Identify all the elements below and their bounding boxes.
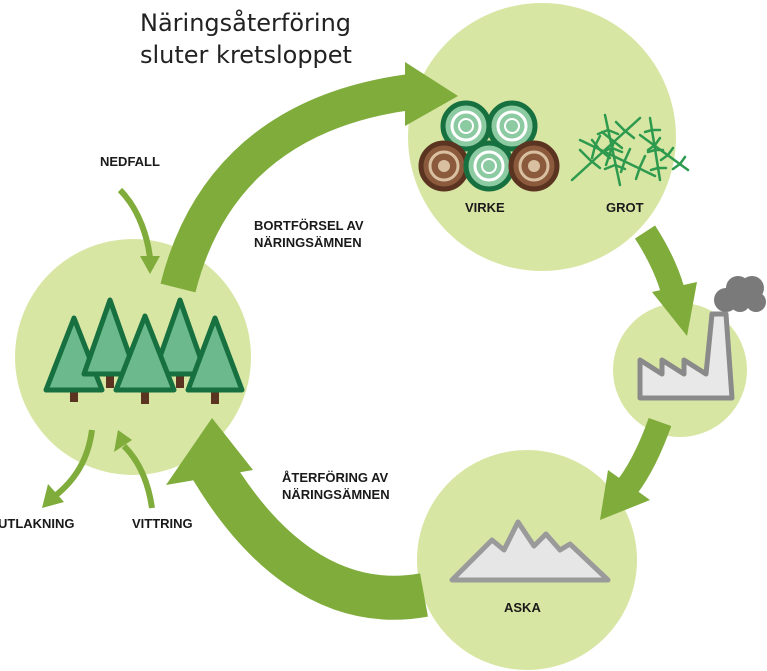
weathering-arrow <box>114 430 155 509</box>
return-arrow <box>166 418 428 620</box>
label-utlakning: UTLAKNING <box>0 516 75 531</box>
label-bortforsel-2: NÄRINGSÄMNEN <box>254 235 362 250</box>
removal-arrow <box>160 62 458 293</box>
label-aterforing-1: ÅTERFÖRING AV <box>282 470 388 485</box>
branches-icon <box>570 113 690 187</box>
harvest-circle <box>408 3 676 271</box>
label-bortforsel-1: BORTFÖRSEL AV <box>254 218 364 233</box>
tree-icon <box>113 313 177 404</box>
log-pile-icon <box>418 100 560 192</box>
forest-trees <box>43 297 245 404</box>
label-virke: VIRKE <box>465 200 505 215</box>
label-aska: ASKA <box>504 600 541 615</box>
label-vittring: VITTRING <box>132 516 193 531</box>
factory-icon <box>637 311 735 401</box>
title-line-2: sluter kretsloppet <box>140 41 352 69</box>
leaching-arrow <box>42 429 95 508</box>
label-grot: GROT <box>606 200 644 215</box>
harvest-to-factory-arrow <box>634 225 697 336</box>
smoke-icon <box>714 276 766 312</box>
label-nedfall: NEDFALL <box>100 154 160 169</box>
tree-icon <box>151 297 209 388</box>
factory-to-ash-arrow <box>600 417 672 520</box>
tree-icon <box>81 297 139 388</box>
ash-mountain-icon <box>449 519 611 583</box>
deposition-arrow <box>117 187 160 274</box>
tree-icon <box>185 315 245 404</box>
title-line-1: Näringsåterföring <box>140 8 351 37</box>
label-aterforing-2: NÄRINGSÄMNEN <box>282 487 390 502</box>
